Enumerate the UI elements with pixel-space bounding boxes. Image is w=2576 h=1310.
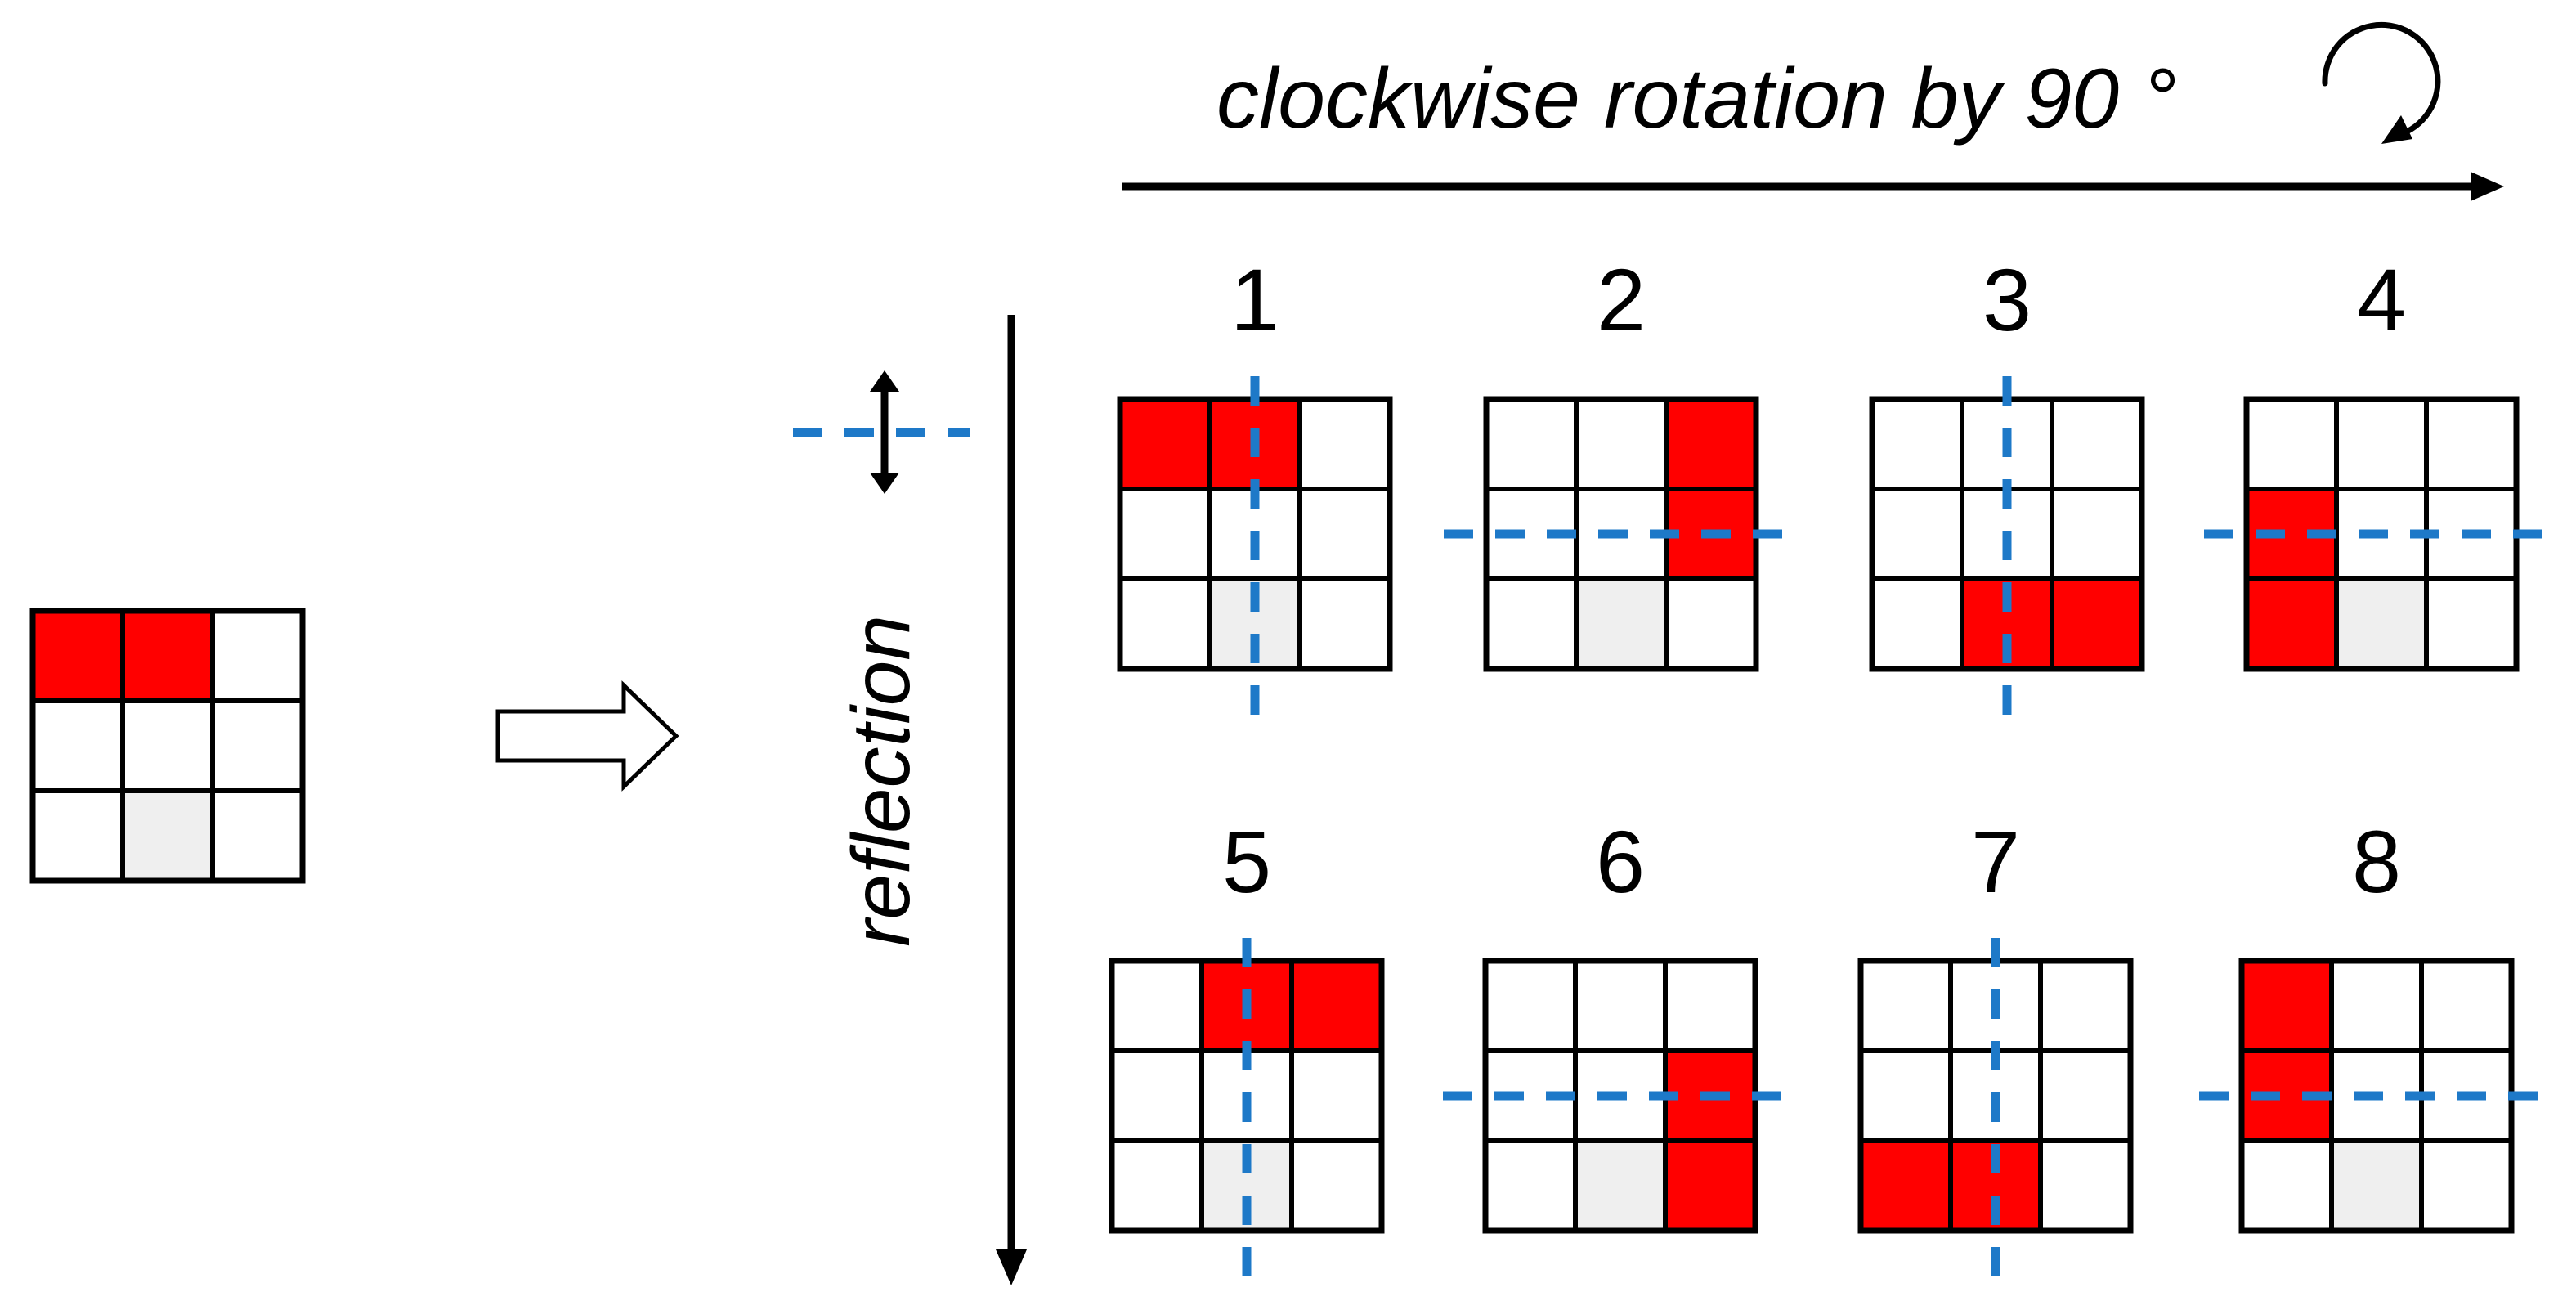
gray-cell bbox=[2332, 1141, 2421, 1231]
red-cell bbox=[1120, 399, 1210, 489]
grid-number-1: 1 bbox=[1230, 250, 1280, 349]
red-cell bbox=[1666, 399, 1756, 489]
grid-number-7: 7 bbox=[1970, 812, 2021, 911]
rotation-axis-title: clockwise rotation by 90 ° bbox=[1216, 52, 2177, 146]
red-cell bbox=[1665, 1141, 1755, 1231]
red-cell bbox=[1861, 1141, 1951, 1231]
red-cell bbox=[2247, 579, 2336, 669]
clockwise-rotation-arc-icon bbox=[2322, 21, 2441, 135]
rotation-arrowhead bbox=[2381, 115, 2412, 144]
grid-number-6: 6 bbox=[1595, 812, 1646, 911]
down-arrowhead bbox=[996, 1249, 1027, 1285]
hollow-right-block-arrow-icon bbox=[495, 680, 679, 792]
grid-number-2: 2 bbox=[1596, 250, 1646, 349]
up-arrowhead bbox=[870, 370, 899, 392]
gray-cell bbox=[123, 791, 213, 881]
grid-number-4: 4 bbox=[2356, 250, 2407, 349]
gray-cell bbox=[1576, 579, 1666, 669]
gray-cell bbox=[2336, 579, 2426, 669]
grid-number-3: 3 bbox=[1982, 250, 2032, 349]
grid-number-5: 5 bbox=[1221, 812, 1272, 911]
source-grid bbox=[29, 608, 306, 884]
red-cell bbox=[123, 611, 213, 701]
gray-cell bbox=[1575, 1141, 1665, 1231]
right-arrowhead bbox=[2471, 172, 2504, 201]
red-cell bbox=[1292, 961, 1382, 1051]
red-cell bbox=[2052, 579, 2142, 669]
down-arrowhead bbox=[870, 473, 899, 494]
red-cell bbox=[2242, 961, 2332, 1051]
grid-number-8: 8 bbox=[2351, 812, 2402, 911]
reflection-axis-label: reflection bbox=[836, 615, 927, 947]
red-cell bbox=[33, 611, 123, 701]
